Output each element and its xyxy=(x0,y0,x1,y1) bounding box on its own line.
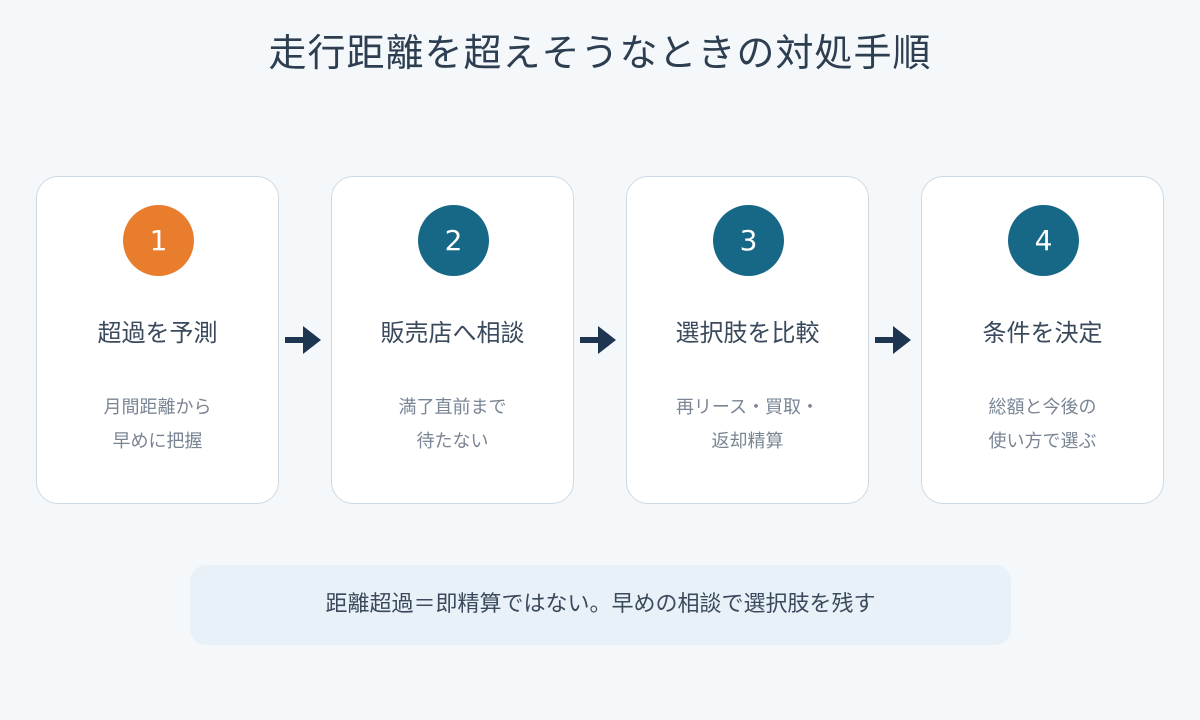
step-description-4: 総額と今後の 使い方で選ぶ xyxy=(922,391,1163,459)
step-number-badge-3: 3 xyxy=(713,205,784,276)
step-title-3: 選択肢を比較 xyxy=(675,319,820,347)
step-description-3-line-1: 再リース・買取・ xyxy=(675,397,820,418)
step-description-2-line-1: 満了直前まで xyxy=(398,397,507,418)
step-number-badge-4: 4 xyxy=(1008,205,1079,276)
step-description-2-line-2: 待たない xyxy=(416,431,489,452)
step-description-1: 月間距離から 早めに把握 xyxy=(37,391,278,459)
step-description-3: 再リース・買取・ 返却精算 xyxy=(627,391,868,459)
step-description-2: 満了直前まで 待たない xyxy=(332,391,573,459)
arrow-right-icon xyxy=(875,326,911,354)
step-description-3-line-2: 返却精算 xyxy=(711,431,784,452)
step-card-1: 1 超過を予測 月間距離から 早めに把握 xyxy=(36,176,279,504)
arrow-right-icon xyxy=(580,326,616,354)
step-description-1-line-2: 早めに把握 xyxy=(112,431,203,452)
step-card-4: 4 条件を決定 総額と今後の 使い方で選ぶ xyxy=(921,176,1164,504)
step-number-badge-2: 2 xyxy=(418,205,489,276)
step-card-2: 2 販売店へ相談 満了直前まで 待たない xyxy=(331,176,574,504)
step-description-4-line-2: 使い方で選ぶ xyxy=(988,431,1097,452)
step-number-badge-1: 1 xyxy=(123,205,194,276)
arrow-right-icon xyxy=(285,326,321,354)
step-title-2: 販売店へ相談 xyxy=(380,319,525,347)
summary-note: 距離超過＝即精算ではない。早めの相談で選択肢を残す xyxy=(190,565,1011,645)
step-title-4: 条件を決定 xyxy=(982,319,1103,347)
step-title-1: 超過を予測 xyxy=(97,319,218,347)
page-title: 走行距離を超えそうなときの対処手順 xyxy=(268,31,932,75)
step-card-3: 3 選択肢を比較 再リース・買取・ 返却精算 xyxy=(626,176,869,504)
step-description-1-line-1: 月間距離から xyxy=(103,397,212,418)
step-description-4-line-1: 総額と今後の xyxy=(988,397,1097,418)
